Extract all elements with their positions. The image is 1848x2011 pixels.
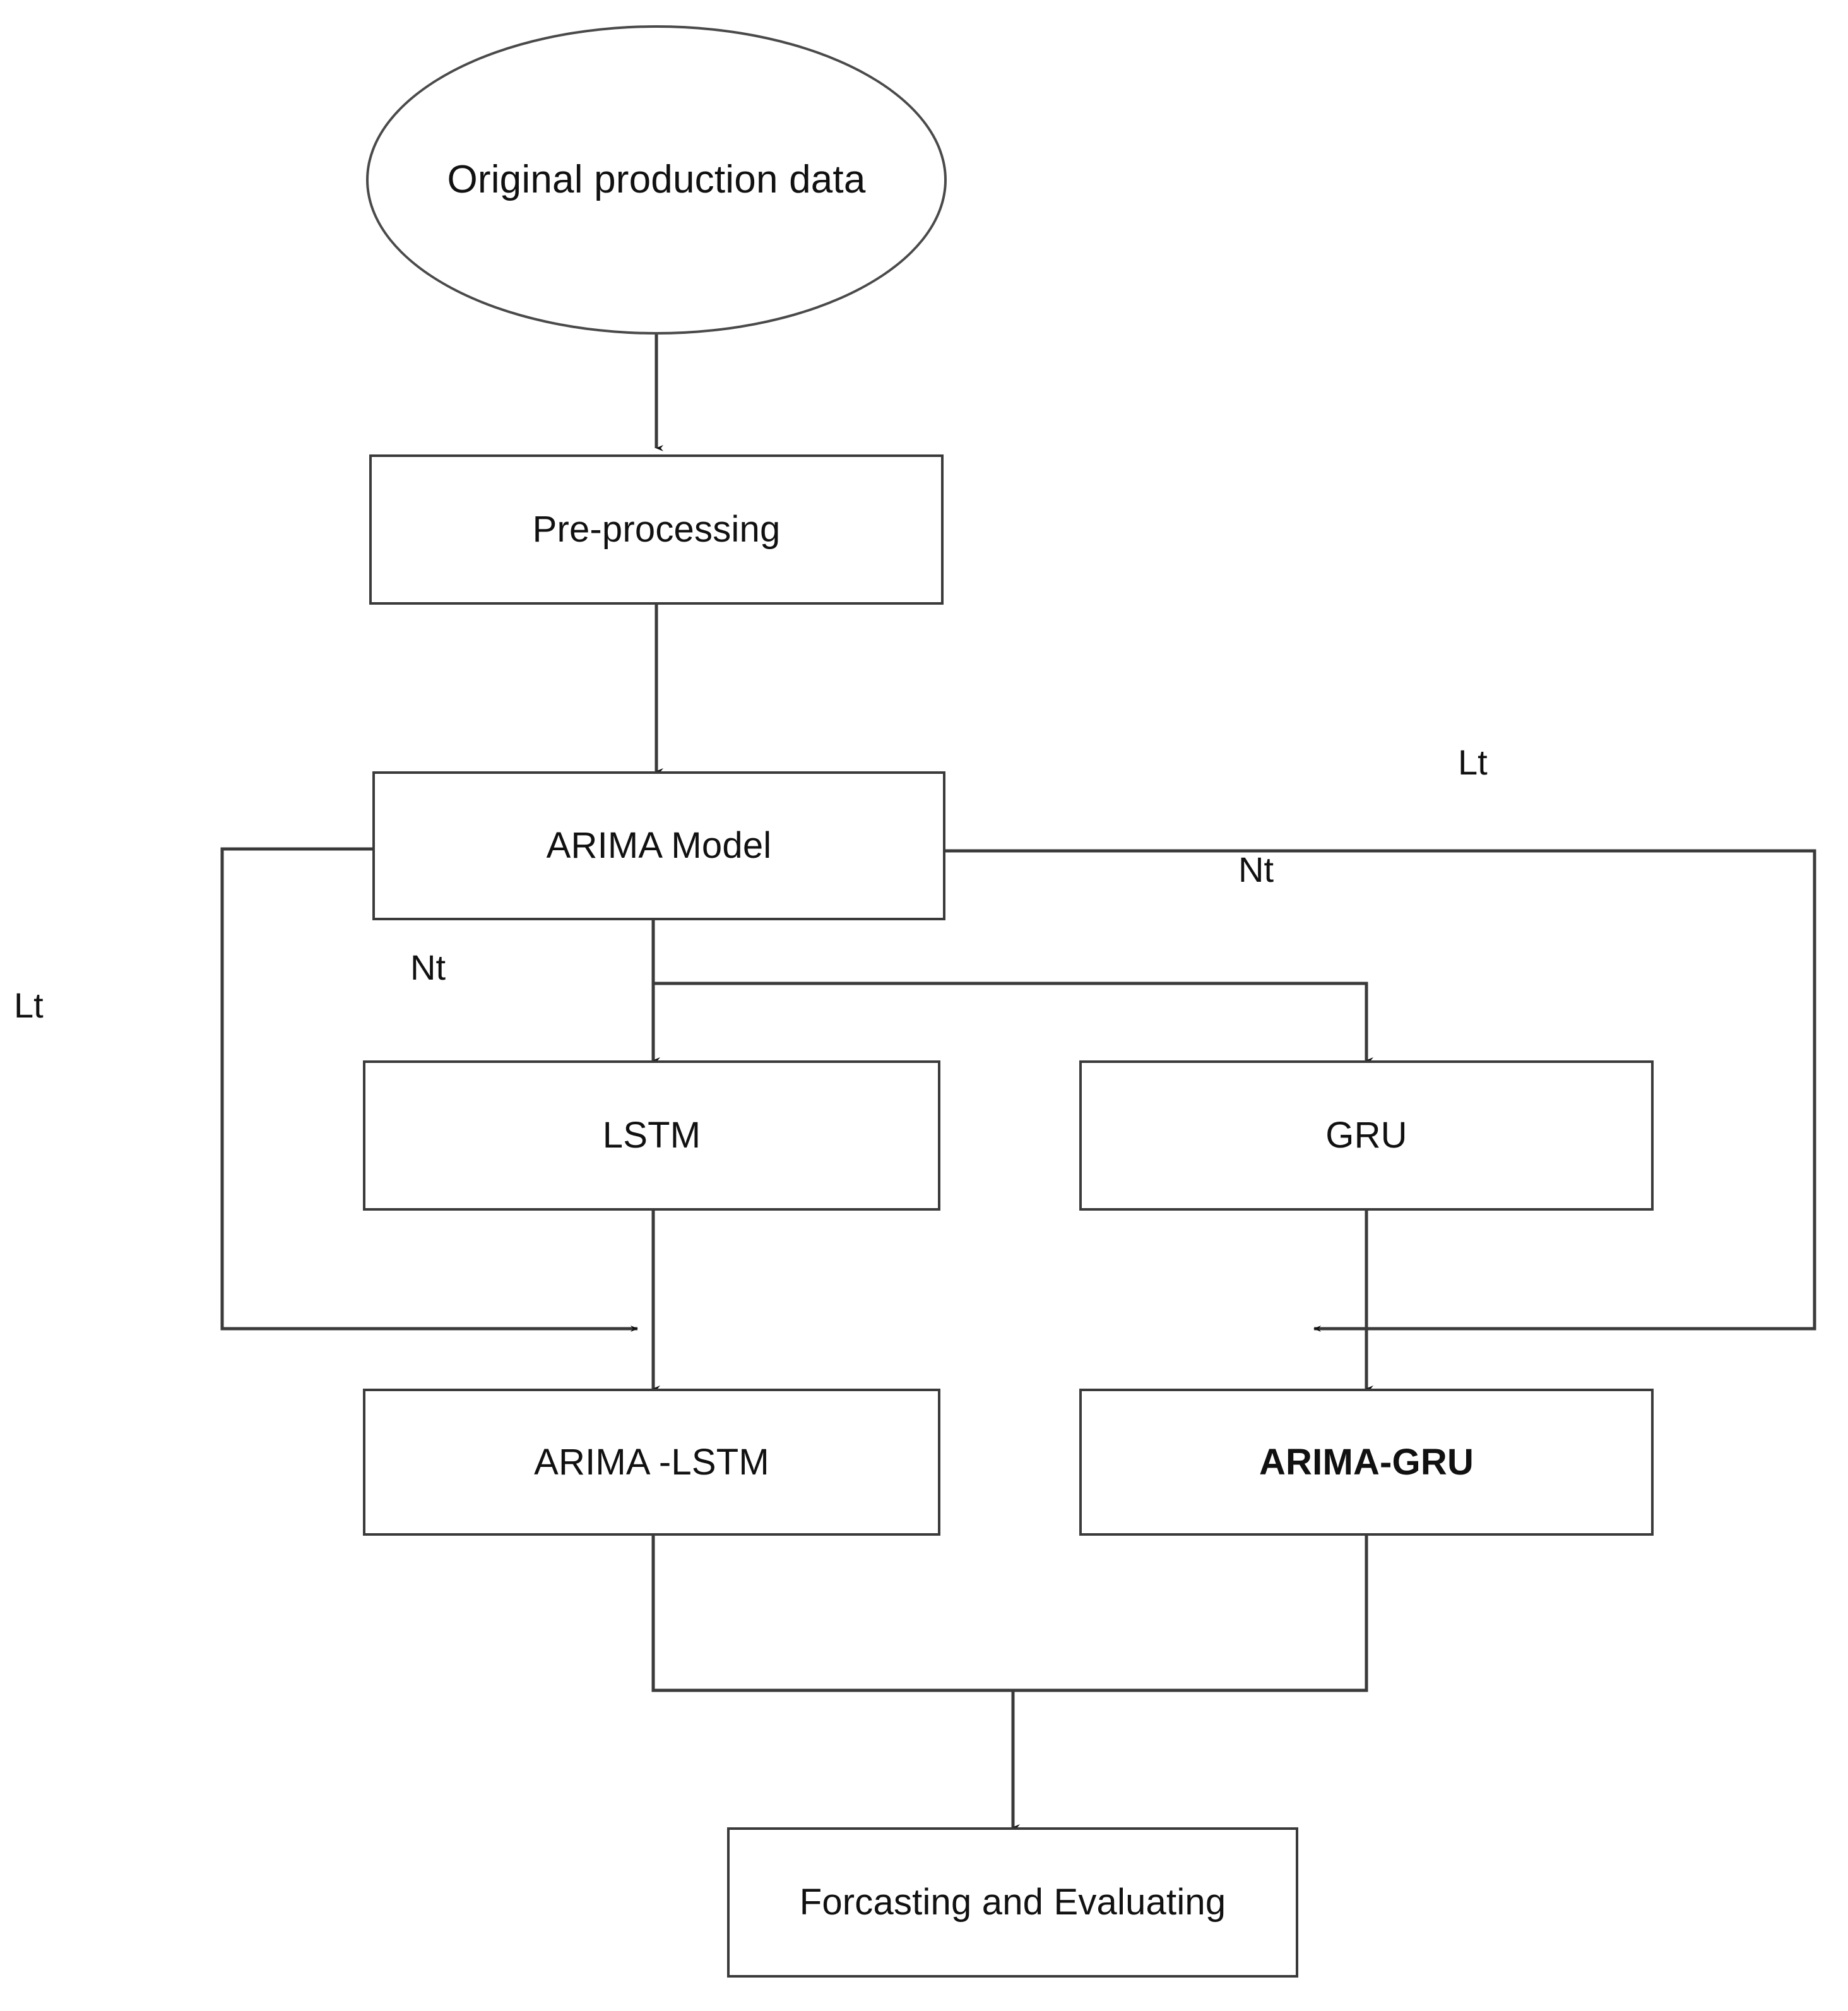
node-label-arima-model: ARIMA Model [546, 825, 772, 867]
node-label-gru: GRU [1325, 1115, 1407, 1156]
node-arima-model[interactable]: ARIMA Model [372, 771, 945, 920]
edge-label-nt-right: Nt [1238, 850, 1274, 889]
node-gru[interactable]: GRU [1079, 1060, 1654, 1211]
node-label-forecasting-and-evaluating: Forcasting and Evaluating [799, 1882, 1226, 1923]
edge-label-lt-left: Lt [14, 985, 44, 1025]
node-arima-gru[interactable]: ARIMA-GRU [1079, 1389, 1654, 1536]
node-label-arima-lstm: ARIMA -LSTM [534, 1441, 769, 1483]
node-original-production-data[interactable]: Original production data [366, 25, 947, 335]
node-lstm[interactable]: LSTM [363, 1060, 940, 1211]
node-arima-lstm[interactable]: ARIMA -LSTM [363, 1389, 940, 1536]
node-preprocessing[interactable]: Pre-processing [369, 454, 944, 605]
edge-label-lt-right: Lt [1458, 742, 1488, 782]
edge-merge-to-forecasting [651, 1536, 1368, 1692]
edge-arima-lt-to-arima-lstm [220, 847, 638, 1332]
node-label-original-production-data: Original production data [447, 157, 866, 201]
node-label-preprocessing: Pre-processing [532, 509, 781, 550]
edge-label-nt-left: Nt [410, 947, 446, 987]
edge-arima-lt-to-arima-gru [945, 849, 1816, 1332]
node-label-lstm: LSTM [602, 1115, 701, 1156]
node-forecasting-and-evaluating[interactable]: Forcasting and Evaluating [727, 1827, 1298, 1978]
node-label-arima-gru: ARIMA-GRU [1259, 1441, 1474, 1483]
edge-arima-to-gru [653, 982, 1373, 1064]
